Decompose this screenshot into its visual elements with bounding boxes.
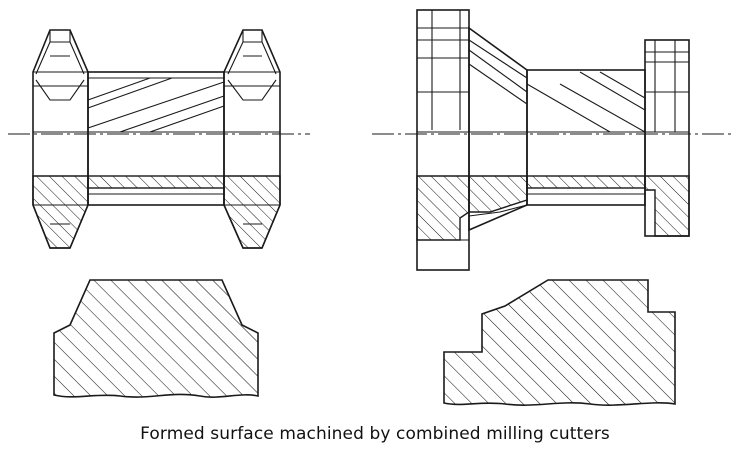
right-workpiece [443, 279, 676, 406]
right-conical-cutter [468, 26, 528, 232]
left-helical-cutter [87, 71, 225, 206]
left-cutter-assembly [8, 29, 310, 249]
right-disc-cutter [416, 9, 470, 271]
right-helical-cutter [526, 69, 646, 206]
left-workpiece [53, 279, 259, 398]
right-small-disc-cutter [644, 39, 690, 237]
left-gear-cutter-1 [32, 29, 89, 249]
left-gear-cutter-2 [223, 29, 281, 249]
figure-caption: Formed surface machined by combined mill… [140, 424, 610, 444]
right-cutter-assembly [372, 9, 735, 271]
